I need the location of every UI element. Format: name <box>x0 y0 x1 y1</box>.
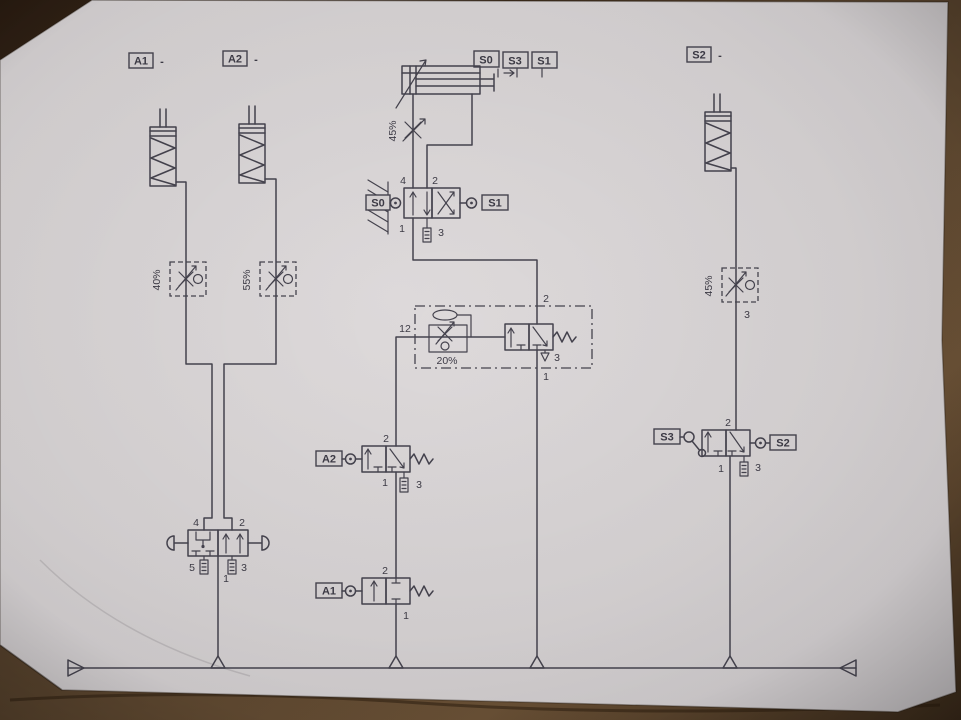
schematic-svg: A1 - A2 - S0 S3 S1 S2 - <box>0 0 961 720</box>
photo-vignette <box>0 0 961 720</box>
photo-of-pneumatic-schematic: A1 - A2 - S0 S3 S1 S2 - <box>0 0 961 720</box>
